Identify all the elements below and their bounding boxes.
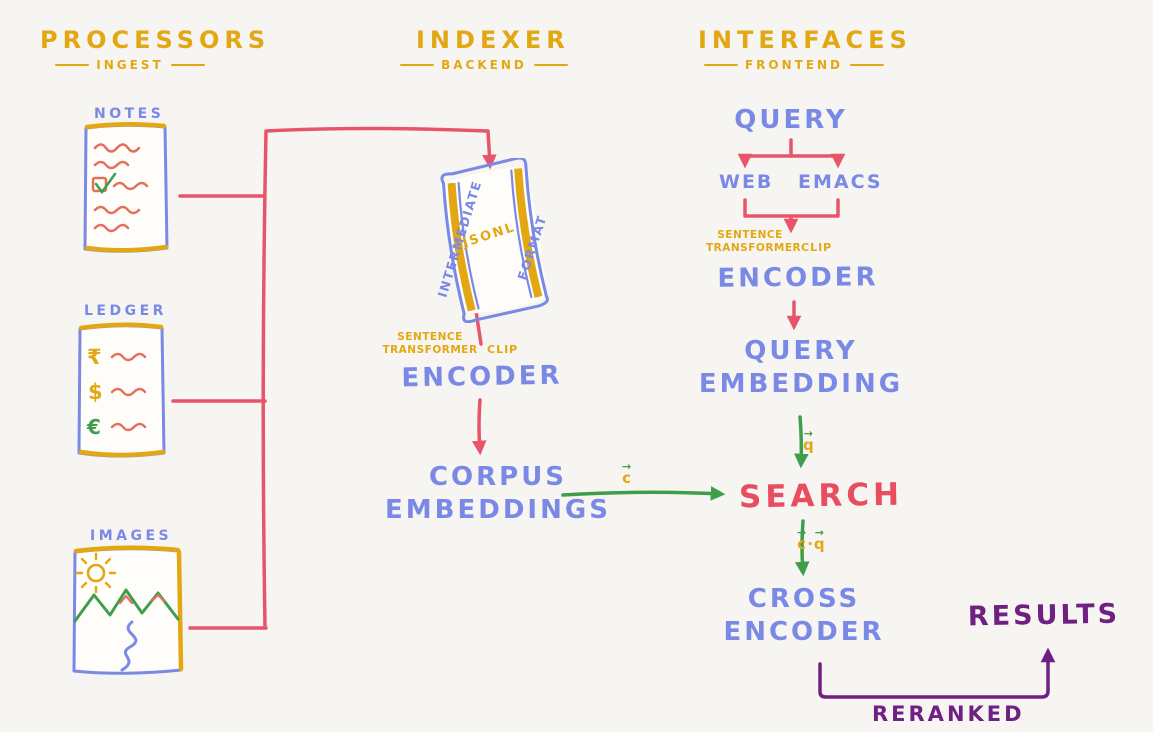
results-node: RESULTS xyxy=(967,598,1121,633)
ledger-card: ₹ $ € xyxy=(77,322,166,458)
indexer-header: INDEXER BACKEND xyxy=(400,26,570,72)
euro-icon: € xyxy=(86,415,101,439)
sun-icon xyxy=(75,552,117,594)
indexer-clip-label: CLIP xyxy=(487,343,519,356)
vector-arrow-icon: → xyxy=(797,526,807,539)
note-squiggle xyxy=(93,181,149,233)
mountains-icon xyxy=(73,588,180,623)
edge-encoder-to-corpus xyxy=(471,398,487,456)
dash-line xyxy=(170,63,205,67)
intermediate-scroll xyxy=(440,158,549,323)
interfaces-title: INTERFACES xyxy=(698,26,912,54)
vector-arrow-icon: → xyxy=(622,460,632,473)
note-squiggle xyxy=(93,143,141,170)
web-node: WEB xyxy=(719,171,774,193)
river-icon xyxy=(120,620,138,672)
query-node: QUERY xyxy=(734,105,848,135)
dash-line xyxy=(400,63,435,67)
indexer-encoder-node: ENCODER xyxy=(401,360,563,394)
interfaces-model-label: SENTENCE TRANSFORMER xyxy=(706,229,802,254)
indexer-title: INDEXER xyxy=(416,26,570,54)
interfaces-encoder-node: ENCODER xyxy=(717,262,879,294)
edge-embedding-to-search xyxy=(794,415,809,469)
query-embedding-node: QUERY EMBEDDING xyxy=(698,336,904,399)
dash-line xyxy=(533,63,568,67)
emacs-node: EMACS xyxy=(798,171,883,193)
dash-line xyxy=(703,63,738,67)
edge-clients-merge xyxy=(743,198,840,218)
rupee-icon: ₹ xyxy=(87,345,102,369)
ledger-squiggle xyxy=(110,387,147,397)
ledger-squiggle xyxy=(110,352,147,362)
processors-subtitle: INGEST xyxy=(40,58,220,72)
images-card xyxy=(72,545,184,675)
dot-product-label: → c · → q xyxy=(797,526,825,553)
corpus-embeddings-node: CORPUS EMBEDDINGS xyxy=(385,462,611,525)
images-label: IMAGES xyxy=(90,528,173,544)
notes-card xyxy=(83,121,169,253)
reranked-label: RERANKED xyxy=(872,702,1025,726)
interfaces-subtitle: FRONTEND xyxy=(698,58,890,72)
cross-encoder-node: CROSS ENCODER xyxy=(723,584,885,647)
vector-arrow-icon: → xyxy=(814,526,824,539)
query-vector-label: → q xyxy=(803,427,814,454)
interfaces-clip-label: CLIP xyxy=(801,241,833,254)
indexer-subtitle: BACKEND xyxy=(400,58,568,72)
corpus-vector-label: → c xyxy=(622,460,632,487)
vector-arrow-icon: → xyxy=(803,427,813,440)
search-node: SEARCH xyxy=(738,476,904,516)
indexer-model-label: SENTENCE TRANSFORMER xyxy=(382,331,478,356)
dash-line xyxy=(850,63,885,67)
edge-query-split xyxy=(743,138,840,158)
dash-line xyxy=(55,63,90,67)
check-icon xyxy=(94,172,117,195)
ledger-label: LEDGER xyxy=(84,303,167,319)
edge-cross-to-results xyxy=(818,647,1056,699)
ridge-mark xyxy=(118,593,166,605)
notes-label: NOTES xyxy=(94,106,165,122)
ledger-squiggle xyxy=(110,422,147,432)
dollar-icon: $ xyxy=(88,380,103,404)
processors-title: PROCESSORS xyxy=(40,26,271,54)
processors-header: PROCESSORS INGEST xyxy=(40,26,271,72)
interfaces-header: INTERFACES FRONTEND xyxy=(698,26,912,72)
